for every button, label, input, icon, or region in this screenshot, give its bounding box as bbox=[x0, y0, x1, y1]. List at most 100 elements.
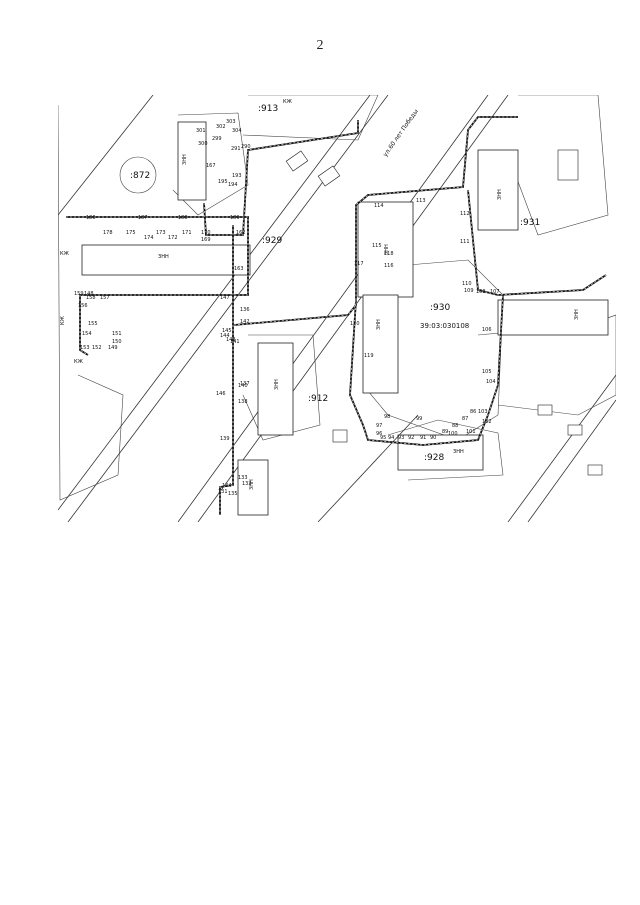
parcel-label-931: :931 bbox=[520, 218, 540, 228]
point-number: 150 bbox=[112, 339, 122, 345]
point-numbers-right: 120 119 118 117 116 115 114 113 112 111 … bbox=[350, 198, 500, 435]
point-number: 195 bbox=[218, 179, 228, 185]
point-number: 115 bbox=[372, 243, 382, 249]
point-number: 147 bbox=[220, 295, 230, 301]
point-number: 98 bbox=[384, 414, 390, 420]
small-label: КЖ bbox=[60, 315, 66, 325]
point-number: 133 bbox=[238, 475, 248, 481]
point-number: 290 bbox=[241, 144, 251, 150]
point-numbers-cross: 186 187 188 189 178 175 174 173 172 171 … bbox=[86, 215, 246, 272]
point-number: 140 bbox=[238, 383, 248, 389]
point-number: 193 bbox=[232, 173, 242, 179]
point-number: 303 bbox=[226, 119, 236, 125]
point-number: 137 bbox=[240, 381, 250, 387]
point-number: 156 bbox=[78, 303, 88, 309]
building-mark: ЗНН bbox=[497, 189, 503, 200]
point-number: 186 bbox=[86, 215, 96, 221]
point-number: 152 bbox=[92, 345, 102, 351]
building-mark: ЗНН bbox=[453, 449, 464, 455]
street-label: ул.60 лет Победы bbox=[382, 108, 420, 158]
point-number: 145 bbox=[222, 328, 232, 334]
point-number: 99 bbox=[416, 416, 422, 422]
cadastral-map: :913 :872 :929 :930 :931 :912 :928 39:03… bbox=[58, 95, 616, 522]
point-number: 110 bbox=[462, 281, 472, 287]
point-number: 170 bbox=[201, 230, 211, 236]
point-number: 158 bbox=[86, 295, 96, 301]
point-number: 114 bbox=[374, 203, 384, 209]
building-mark: ЗНН bbox=[158, 254, 169, 260]
point-number: 148 bbox=[84, 291, 94, 297]
point-number: 88 bbox=[452, 423, 458, 429]
point-number: 101 bbox=[466, 429, 476, 435]
point-number: 111 bbox=[460, 239, 470, 245]
building-mark: ЗНН bbox=[376, 319, 382, 330]
point-number: 120 bbox=[350, 321, 360, 327]
point-number: 93 bbox=[398, 435, 404, 441]
building-mark: ЗНН bbox=[182, 154, 188, 165]
point-number: 172 bbox=[168, 235, 178, 241]
point-number: 116 bbox=[384, 263, 394, 269]
point-number: 86 bbox=[470, 409, 476, 415]
point-number: 104 bbox=[486, 379, 496, 385]
building-mark: ЗНН bbox=[274, 379, 280, 390]
point-number: 162 bbox=[236, 230, 246, 236]
point-number: 96 bbox=[376, 431, 382, 437]
point-number: 100 bbox=[448, 431, 458, 437]
buildings bbox=[81, 121, 609, 516]
point-number: 117 bbox=[354, 261, 364, 267]
corridor-hatching bbox=[66, 116, 607, 515]
page-number: 2 bbox=[316, 38, 324, 53]
point-number: 102 bbox=[482, 419, 492, 425]
point-number: 105 bbox=[482, 369, 492, 375]
point-number: 291 bbox=[231, 146, 241, 152]
point-number: 97 bbox=[376, 423, 382, 429]
building-mark: ЗНН bbox=[574, 309, 580, 320]
point-number: 301 bbox=[196, 128, 206, 134]
point-number: 138 bbox=[238, 399, 248, 405]
building-mark: ЗНН bbox=[249, 479, 255, 490]
small-label: КЖ bbox=[74, 359, 84, 365]
point-number: 132 bbox=[242, 481, 252, 487]
point-number: 139 bbox=[220, 436, 230, 442]
point-number: 143 bbox=[226, 337, 236, 343]
point-number: 151 bbox=[112, 331, 122, 337]
point-numbers-center: 147 146 145 144 143 142 141 140 139 138 … bbox=[216, 295, 252, 497]
point-numbers-left: 159 158 157 156 155 154 153 152 151 150 … bbox=[74, 291, 122, 351]
point-number: 300 bbox=[198, 141, 208, 147]
street-lines bbox=[58, 95, 616, 522]
point-number: 155 bbox=[88, 321, 98, 327]
point-number: 141 bbox=[230, 339, 240, 345]
point-number: 167 bbox=[206, 163, 216, 169]
point-number: 188 bbox=[178, 215, 188, 221]
point-number: 174 bbox=[144, 235, 154, 241]
point-number: 304 bbox=[232, 128, 242, 134]
building-mark: ЗНН bbox=[384, 244, 390, 255]
point-number: 90 bbox=[430, 435, 436, 441]
point-numbers-top-left: 301 302 303 304 300 299 291 290 167 195 … bbox=[196, 119, 251, 188]
point-number: 131 bbox=[218, 489, 228, 495]
point-number: 299 bbox=[212, 136, 222, 142]
point-number: 187 bbox=[138, 215, 148, 221]
point-number: 153 bbox=[80, 345, 90, 351]
point-number: 89 bbox=[442, 429, 448, 435]
point-numbers-bottom: 100 99 98 97 96 95 94 93 92 91 90 89 88 … bbox=[376, 409, 476, 441]
point-number: 302 bbox=[216, 124, 226, 130]
small-label: КЖ bbox=[60, 251, 70, 257]
point-number: 157 bbox=[100, 295, 110, 301]
point-number: 163 bbox=[234, 266, 244, 272]
parcel-label-912: :912 bbox=[308, 394, 328, 404]
point-number: 109 bbox=[464, 288, 474, 294]
point-number: 171 bbox=[182, 230, 192, 236]
point-number: 189 bbox=[230, 215, 240, 221]
point-number: 146 bbox=[216, 391, 226, 397]
point-number: 149 bbox=[108, 345, 118, 351]
point-number: 113 bbox=[416, 198, 426, 204]
point-number: 94 bbox=[388, 435, 394, 441]
point-number: 134 bbox=[222, 483, 232, 489]
map-drawing: :913 :872 :929 :930 :931 :912 :928 39:03… bbox=[58, 95, 616, 522]
point-number: 92 bbox=[408, 435, 414, 441]
point-number: 103 bbox=[478, 409, 488, 415]
point-number: 154 bbox=[82, 331, 92, 337]
point-number: 107 bbox=[490, 289, 500, 295]
point-number: 178 bbox=[103, 230, 113, 236]
